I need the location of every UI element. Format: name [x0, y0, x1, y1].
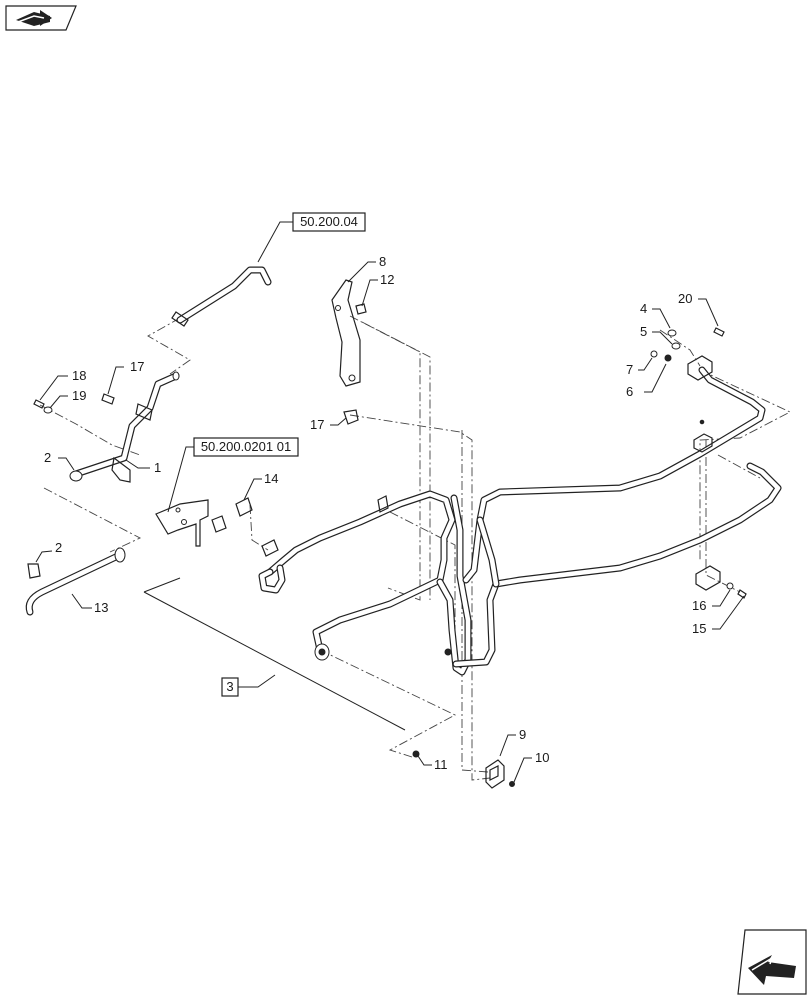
callout-label: 15: [692, 621, 706, 636]
callout-label: 13: [94, 600, 108, 615]
callout-label: 7: [626, 362, 633, 377]
callout-label: 1: [154, 460, 161, 475]
callout-18: 18: [39, 368, 86, 401]
callout-label: 2: [55, 540, 62, 555]
upper-hose: [171, 266, 272, 327]
callout-label: 19: [72, 388, 86, 403]
reference-box-50-200-0201-01[interactable]: 50.200.0201 01: [167, 437, 299, 513]
callout-label: 17: [310, 417, 324, 432]
callout-5: 5: [640, 324, 673, 345]
callout-19: 19: [49, 388, 86, 409]
callout-7: 7: [626, 357, 653, 377]
callout-10: 10: [513, 750, 549, 783]
callout-label: 20: [678, 291, 692, 306]
callout-2: 2: [35, 540, 62, 563]
callouts: 1 2 2 4 5 6 7 8 9 10 11 12 13 14 15 16 1…: [35, 254, 745, 783]
reference-box-50-200-04[interactable]: 50.200.04: [257, 212, 366, 263]
callout-6: 6: [626, 363, 667, 399]
callout-20: 20: [678, 291, 719, 327]
clamp-part-9: [412, 750, 515, 789]
arrow-back-icon: [16, 10, 52, 26]
callout-label: 5: [640, 324, 647, 339]
hydraulic-tubes: [258, 366, 782, 676]
callout-8: 8: [347, 254, 386, 283]
bracket-part-8: [331, 279, 361, 387]
next-page-button[interactable]: [737, 929, 807, 995]
clamp-part-16: [695, 565, 747, 599]
hose-part-13: [25, 547, 126, 616]
callout-11: 11: [417, 755, 448, 772]
reference-box-3[interactable]: 3: [221, 674, 276, 697]
reference-label: 3: [226, 679, 233, 694]
callout-label: 12: [380, 272, 394, 287]
callout-14: 14: [243, 471, 278, 501]
callout-13: 13: [71, 593, 108, 615]
callout-label: 16: [692, 598, 706, 613]
callout-1: 1: [125, 459, 161, 475]
callout-label: 11: [434, 757, 448, 772]
reference-label: 50.200.04: [300, 214, 358, 229]
prev-page-button[interactable]: [5, 5, 77, 31]
callout-label: 2: [44, 450, 51, 465]
callout-2: 2: [44, 450, 75, 471]
callout-label: 8: [379, 254, 386, 269]
reference-label: 50.200.0201 01: [201, 439, 291, 454]
callout-label: 9: [519, 727, 526, 742]
callout-label: 18: [72, 368, 86, 383]
callout-label: 6: [626, 384, 633, 399]
arrow-forward-icon: [748, 955, 796, 985]
callout-15: 15: [692, 595, 745, 636]
callout-label: 17: [130, 359, 144, 374]
callout-9: 9: [499, 727, 526, 757]
pipe-part-1: [69, 371, 180, 483]
callout-17: 17: [310, 417, 347, 432]
callout-16: 16: [692, 589, 731, 613]
clamp-part-6: [650, 327, 725, 453]
callout-label: 4: [640, 301, 647, 316]
callout-label: 14: [264, 471, 278, 486]
callout-4: 4: [640, 301, 671, 329]
reference-3-lines: [143, 577, 406, 731]
callout-17: 17: [107, 359, 144, 395]
callout-12: 12: [361, 272, 394, 307]
callout-label: 10: [535, 750, 549, 765]
